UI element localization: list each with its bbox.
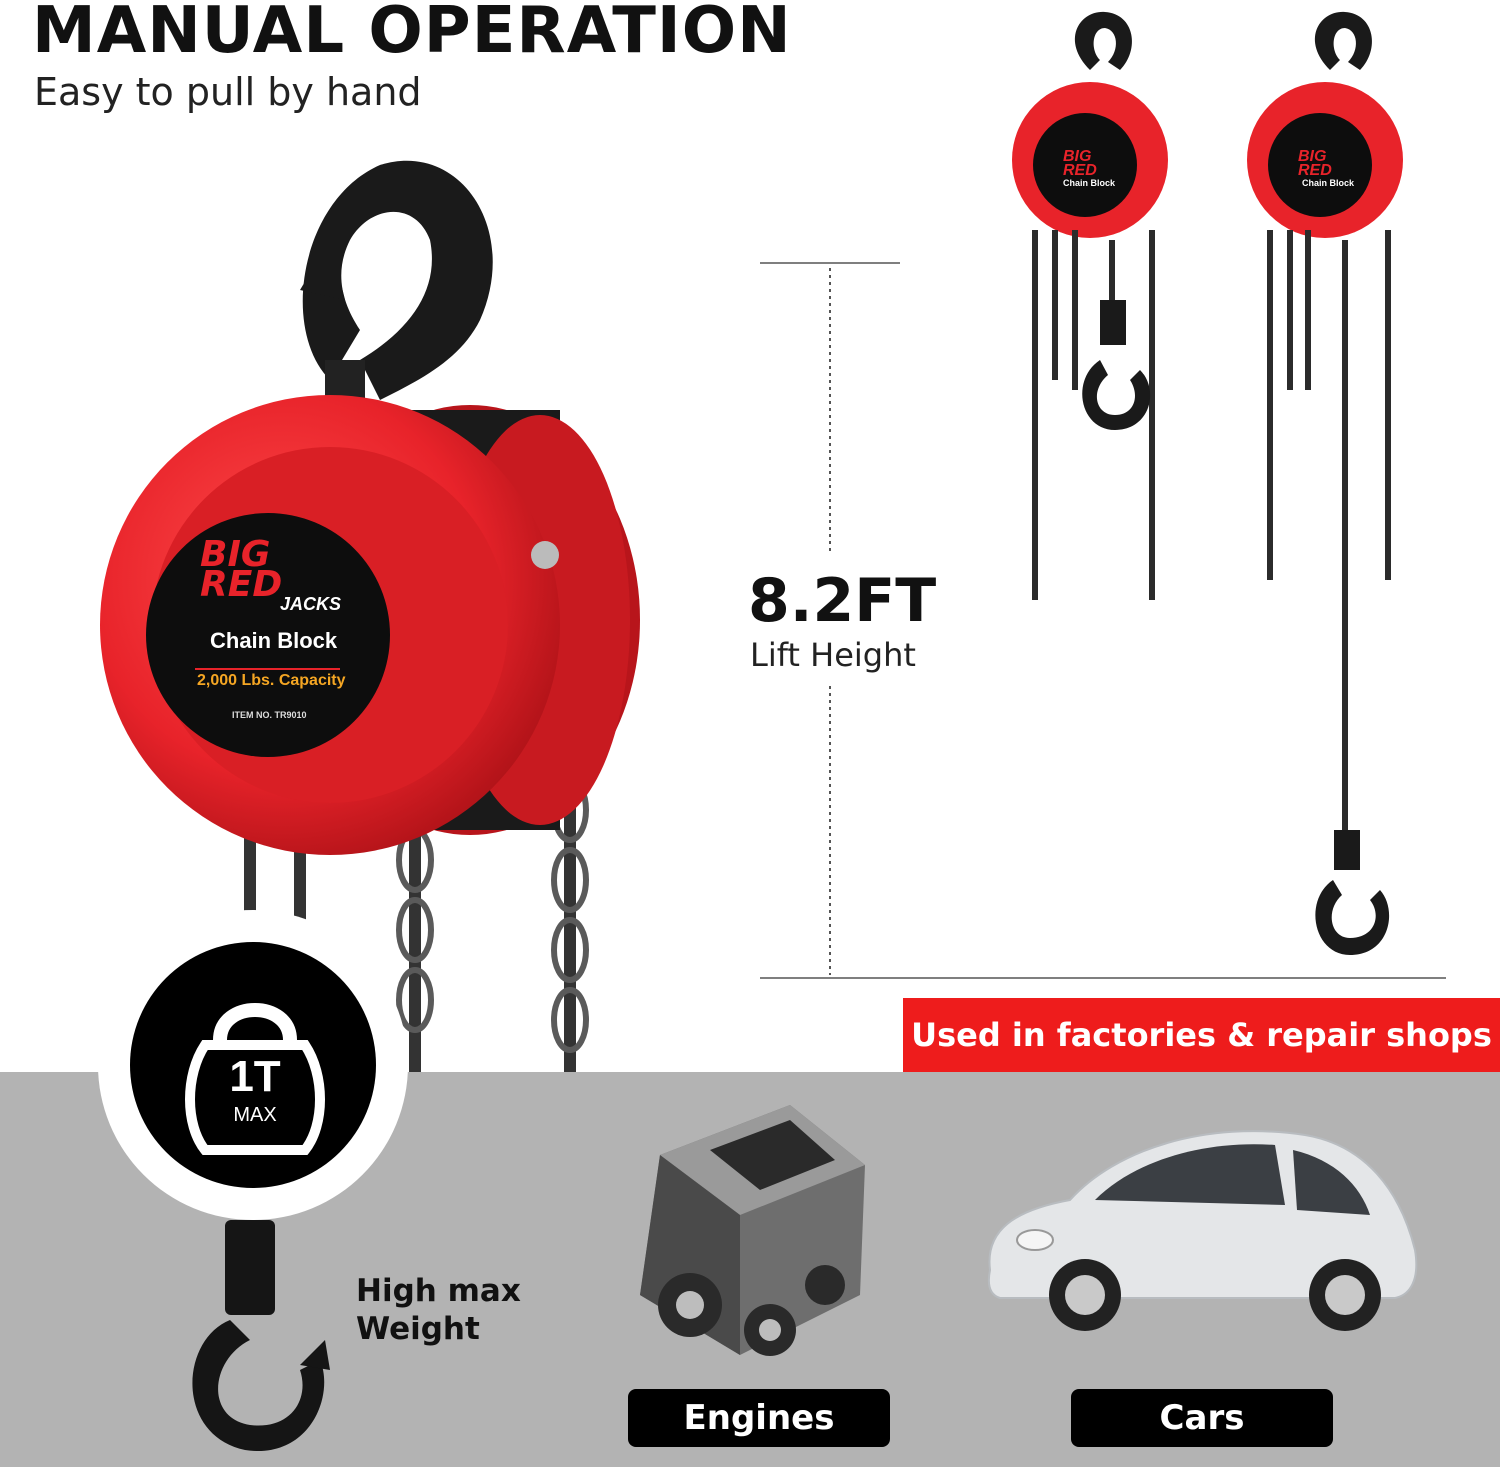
- weight-caption: High max Weight: [356, 1272, 521, 1348]
- engines-label: Engines: [628, 1389, 890, 1447]
- cars-label: Cars: [1071, 1389, 1333, 1447]
- engine-illustration: [640, 1105, 865, 1356]
- page-subtitle: Easy to pull by hand: [34, 70, 422, 114]
- weight-caption-line1: High max: [356, 1273, 521, 1309]
- kettlebell-icon: [185, 1003, 325, 1155]
- capacity-value: 1T: [229, 1052, 281, 1101]
- usage-banner: Used in factories & repair shops: [903, 998, 1500, 1072]
- plate-divider: [195, 668, 340, 670]
- page-title: MANUAL OPERATION: [32, 0, 792, 68]
- car-illustration: [987, 1130, 1418, 1331]
- main-chain-hoist-illustration: [100, 160, 640, 1080]
- hoist-comparison-illustration: [1012, 11, 1403, 955]
- small-hoist-right-logo: BIG RED: [1298, 148, 1332, 179]
- brand-logo: BIG RED: [200, 534, 283, 605]
- load-hook-icon: [192, 1220, 330, 1452]
- small-hoist-right-product: Chain Block: [1302, 178, 1355, 188]
- lift-height-label: Lift Height: [750, 636, 916, 674]
- plate-item-number: ITEM NO. TR9010: [232, 710, 307, 720]
- weight-caption-line2: Weight: [356, 1311, 480, 1347]
- small-hoist-left-product: Chain Block: [1063, 178, 1116, 188]
- plate-product-name: Chain Block: [210, 628, 338, 653]
- small-hoist-left-logo: BIG RED: [1063, 148, 1097, 179]
- plate-capacity: 2,000 Lbs. Capacity: [197, 672, 346, 689]
- brand-logo-sub: JACKS: [280, 594, 342, 614]
- lift-height-value: 8.2FT: [748, 566, 937, 636]
- capacity-unit: MAX: [233, 1104, 277, 1126]
